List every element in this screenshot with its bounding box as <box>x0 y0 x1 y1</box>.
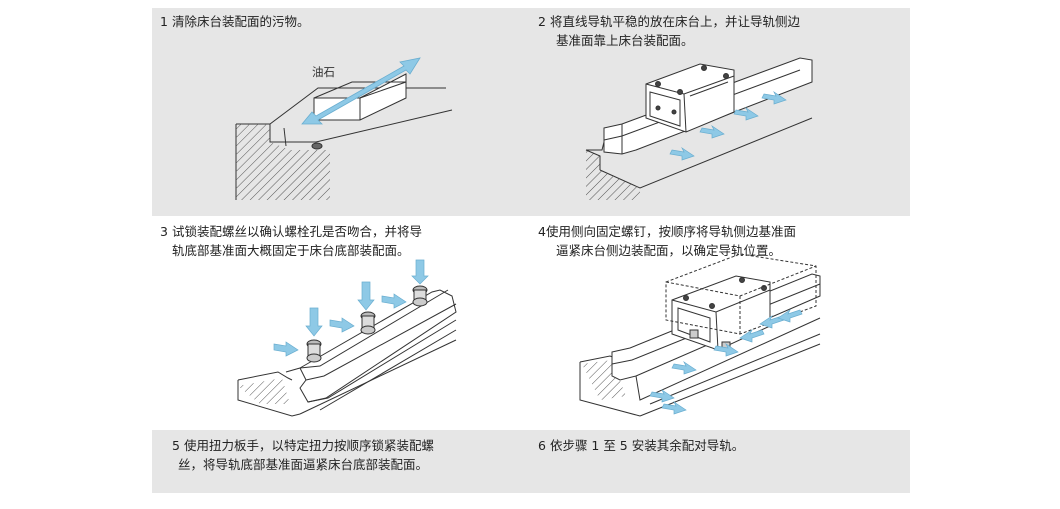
figure-3-arrows <box>273 259 429 357</box>
step-4-text: 4使用侧向固定螺钉，按顺序将导轨侧边基准面 逼紧床台侧边装配面，以确定导轨位置。 <box>538 222 796 260</box>
oilstone-label: 油石 <box>312 65 335 79</box>
bolt-3 <box>412 285 428 307</box>
bolt-1 <box>306 339 322 363</box>
step-3-text: 3 试锁装配螺丝以确认螺栓孔是否吻合，并将导 轨底部基准面大概固定于床台底部装配… <box>160 222 422 260</box>
figure-2-arrows <box>669 90 787 161</box>
step-4-line2: 逼紧床台侧边装配面，以确定导轨位置。 <box>556 243 782 258</box>
step-5-line2: 丝，将导轨底部基准面逼紧床台底部装配面。 <box>178 457 429 472</box>
step-3-line2: 轨底部基准面大概固定于床台底部装配面。 <box>172 243 410 258</box>
step-4-line1: 使用侧向固定螺钉，按顺序将导轨侧边基准面 <box>545 224 796 239</box>
step-3-number: 3 <box>160 224 168 239</box>
step-5-number: 5 <box>172 438 180 453</box>
step-1-number: 1 <box>160 14 168 29</box>
step-6-text: 6 依步骤 1 至 5 安装其余配对导轨。 <box>538 436 744 455</box>
step-1-line1: 清除床台装配面的污物。 <box>171 14 310 29</box>
step-2-line1: 将直线导轨平稳的放在床台上，并让导轨侧边 <box>549 14 800 29</box>
step-2-line2: 基准面靠上床台装配面。 <box>556 33 694 48</box>
figure-1-double-arrow <box>301 57 421 125</box>
step-1-text: 1 清除床台装配面的污物。 <box>160 12 309 31</box>
figure-4-arrows <box>649 308 803 415</box>
bolt-2 <box>360 311 376 335</box>
step-panel-bottom <box>152 430 910 493</box>
step-6-number: 6 <box>538 438 546 453</box>
step-2-text: 2 将直线导轨平稳的放在床台上，并让导轨侧边 基准面靠上床台装配面。 <box>538 12 800 50</box>
step-5-text: 5 使用扭力板手，以特定扭力按顺序锁紧装配螺 丝，将导轨底部基准面逼紧床台底部装… <box>172 436 434 474</box>
step-6-line1: 依步骤 1 至 5 安装其余配对导轨。 <box>549 438 745 453</box>
step-2-number: 2 <box>538 14 546 29</box>
step-3-line1: 试锁装配螺丝以确认螺栓孔是否吻合，并将导 <box>171 224 422 239</box>
step-4-number: 4 <box>538 224 546 239</box>
step-5-line1: 使用扭力板手，以特定扭力按顺序锁紧装配螺 <box>183 438 434 453</box>
